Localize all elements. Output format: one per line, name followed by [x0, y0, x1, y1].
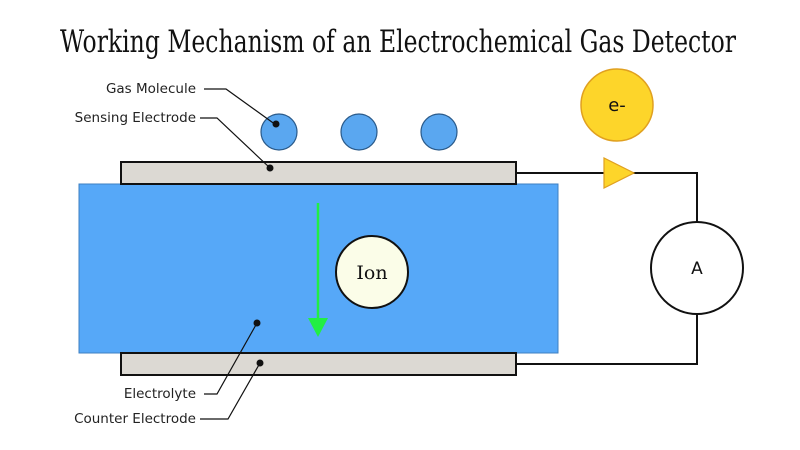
ion-circle — [335, 235, 409, 309]
leader-dot — [256, 359, 264, 367]
gas-molecule-label: Gas Molecule — [106, 81, 196, 97]
leader-dot — [272, 120, 280, 128]
gas-molecule — [420, 113, 458, 151]
electron-circle — [580, 68, 654, 142]
leader-dot — [266, 164, 274, 172]
ammeter-symbol: A — [691, 259, 703, 279]
ammeter-circle — [650, 221, 744, 315]
top-wire — [516, 172, 698, 222]
sensing-electrode — [120, 161, 517, 185]
sensing-electrode-label: Sensing Electrode — [75, 110, 196, 126]
label-sensing-electrode: Sensing Electrode — [75, 110, 274, 172]
ion-label: Ion — [356, 262, 387, 284]
leader-dot — [253, 319, 261, 327]
counter-electrode — [120, 352, 517, 376]
label-gas-molecule: Gas Molecule — [106, 81, 280, 128]
external-circuit — [516, 172, 698, 365]
diagram-title: Working Mechanism of an Electrochemical … — [60, 24, 736, 60]
electron-particle: e- — [580, 68, 654, 142]
label-counter-electrode: Counter Electrode — [74, 359, 264, 427]
bottom-wire — [516, 314, 698, 365]
counter-electrode-label: Counter Electrode — [74, 411, 196, 427]
ion-particle: Ion — [335, 235, 409, 309]
gas-molecules — [260, 113, 458, 151]
electron-flow-arrow-icon — [603, 157, 636, 189]
ammeter: A — [650, 221, 744, 315]
label-electrolyte: Electrolyte — [124, 319, 261, 402]
electron-label: e- — [608, 95, 626, 116]
gas-molecule — [260, 113, 298, 151]
gas-molecule — [340, 113, 378, 151]
ion-movement-arrow-icon — [308, 203, 328, 337]
electrolyte-label: Electrolyte — [124, 386, 196, 402]
